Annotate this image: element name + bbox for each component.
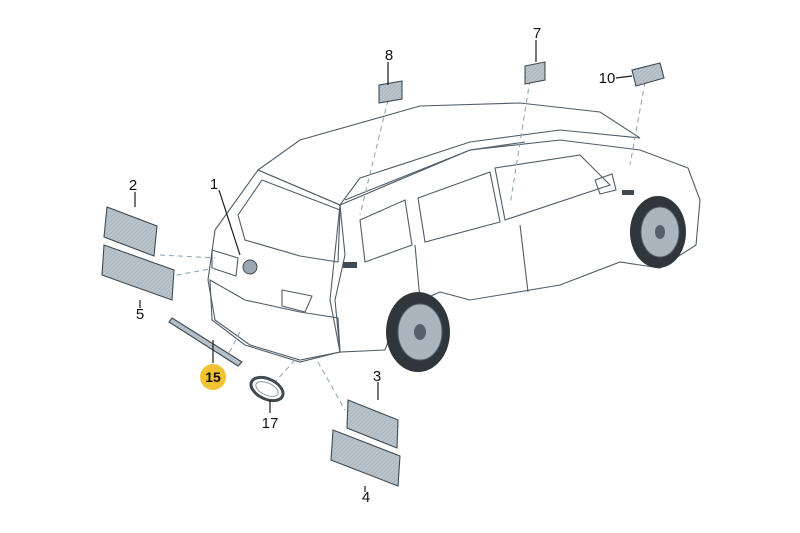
callout-17: 17	[262, 415, 279, 432]
side-emblem	[343, 262, 357, 268]
car-body-side	[329, 139, 701, 353]
leader-lines	[134, 40, 633, 492]
car-rear	[207, 169, 346, 361]
tail-light-left	[211, 249, 239, 277]
roof-rail	[344, 141, 526, 201]
callout-2: 2	[129, 177, 137, 194]
rear-wheel	[386, 292, 450, 372]
strip-15	[168, 317, 243, 367]
callout-8: 8	[385, 47, 393, 64]
side-window-front	[494, 154, 612, 221]
rear-bumper	[209, 279, 341, 363]
panel-5	[101, 244, 175, 301]
callout-1: 1	[210, 176, 218, 193]
door-line-rear	[414, 244, 421, 301]
callout-7: 7	[533, 25, 541, 42]
car-roof	[256, 102, 641, 206]
rear-window	[237, 179, 341, 263]
front-emblem	[622, 190, 634, 195]
front-wheel	[630, 196, 686, 268]
callout-10: 10	[599, 70, 616, 87]
callout-4: 4	[362, 489, 370, 506]
panel-7	[524, 61, 546, 85]
door-line-front	[519, 224, 529, 293]
car-illustration	[207, 102, 701, 372]
side-mirror	[594, 173, 617, 195]
panel-8	[378, 80, 403, 104]
side-window-middle	[417, 171, 501, 243]
callout-15-highlight: 15	[200, 364, 226, 390]
callout-15: 15	[205, 369, 221, 385]
panel-4	[330, 429, 401, 487]
panel-10	[631, 62, 665, 87]
rear-logo	[242, 259, 258, 275]
panel-2	[103, 206, 158, 257]
callout-5: 5	[136, 306, 144, 323]
callout-3: 3	[373, 368, 381, 385]
side-window-rear	[359, 199, 413, 263]
panel-3	[346, 399, 399, 449]
tail-light-right	[281, 289, 313, 313]
ring-17	[249, 375, 285, 403]
